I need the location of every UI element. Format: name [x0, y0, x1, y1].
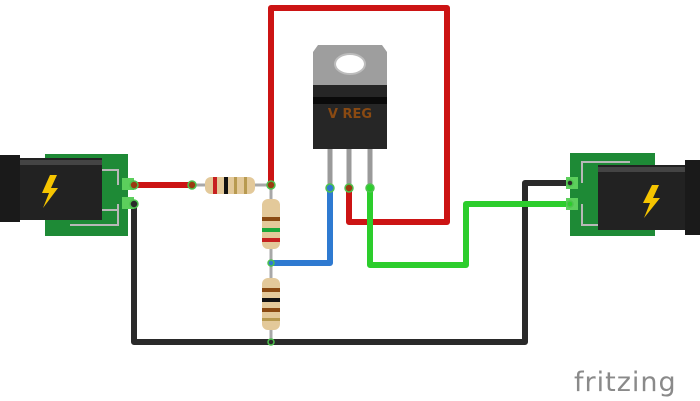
connection-points	[129, 179, 574, 346]
fritzing-logo: fritzing	[574, 367, 677, 398]
wire-red-loop[interactable]	[268, 5, 450, 225]
resistor-r3[interactable]	[262, 278, 280, 330]
wire-green-output[interactable]	[367, 185, 573, 268]
resistor-r1[interactable]	[205, 177, 255, 194]
power-bolt-icon	[643, 185, 660, 218]
voltage-regulator[interactable]: V REG	[313, 45, 387, 186]
wire-black-ground[interactable]	[131, 180, 573, 345]
regulator-label: V REG	[328, 107, 372, 122]
wire-blue-adjust[interactable]	[268, 185, 333, 266]
power-bolt-icon	[42, 175, 58, 208]
dc-jack-input[interactable]	[0, 154, 134, 236]
resistor-r2[interactable]	[262, 199, 280, 249]
dc-jack-output[interactable]	[566, 153, 700, 236]
